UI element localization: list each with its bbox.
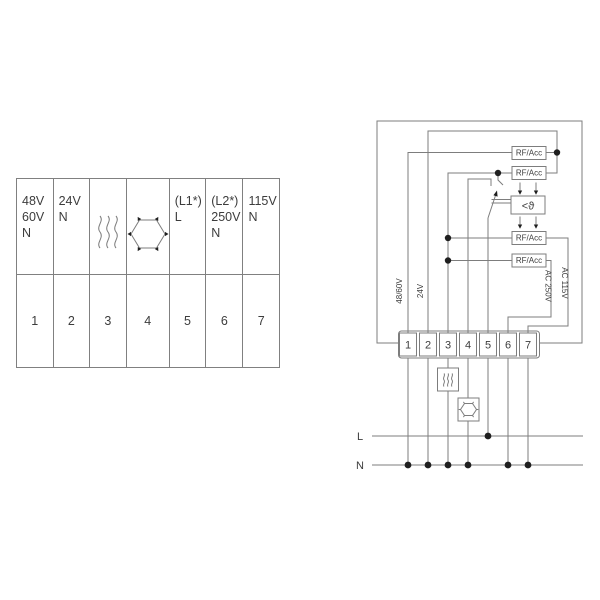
terminal-number-cell: 5: [183, 314, 191, 328]
wire-label-24v: 24V: [416, 283, 425, 298]
table-column-3: 3: [90, 179, 127, 367]
enclosure-outline: [376, 120, 583, 344]
cell-text: 60V: [22, 210, 45, 224]
rf-acc-box-4: RF/Acc: [511, 253, 547, 268]
cooling-icon: [127, 216, 169, 252]
rf-acc-box-1: RF/Acc: [511, 146, 547, 160]
rf-acc-box-3: RF/Acc: [511, 231, 547, 245]
cell-text: N: [58, 210, 68, 224]
neutral-line: [372, 461, 583, 469]
header-cell-7: 115V N: [243, 179, 280, 275]
rf-acc-label: RF/Acc: [516, 234, 542, 243]
cell-text: (L2*): [211, 194, 239, 208]
terminal-number-cell: 7: [257, 314, 265, 328]
wire-label-ac115v: AC 115V: [560, 267, 569, 299]
table-column-2: 24V N 2: [53, 179, 91, 367]
external-wiring: [407, 358, 529, 465]
cell-text: 48V: [22, 194, 45, 208]
terminal-number-cell: 6: [220, 314, 228, 328]
terminal-number-cell: 4: [144, 314, 152, 328]
terminal-number-cell: 2: [67, 314, 75, 328]
header-cell-4: [126, 179, 169, 275]
cell-text: L: [174, 210, 182, 224]
wire-label-ac250v: AC 250V: [544, 270, 553, 303]
rf-acc-label: RF/Acc: [516, 149, 542, 158]
heater-box: [437, 367, 459, 392]
header-cell-6: (L2*) 250V N: [206, 179, 243, 275]
header-cell-5: (L1*) L: [169, 179, 206, 275]
terminal-box-5: [479, 332, 497, 357]
terminal-strip: 1 2 3 4 5 6 7: [398, 330, 540, 359]
cell-text: 115V: [248, 194, 277, 208]
cell-text: 250V: [211, 210, 241, 224]
terminal-number: 2: [425, 340, 431, 352]
terminal-box-1: [399, 332, 417, 357]
neutral-label: N: [356, 460, 364, 472]
cooler-box: [457, 397, 480, 422]
thermostat-label: <ϑ: [522, 201, 534, 213]
cooling-icon: [458, 401, 479, 418]
junction-dots: [444, 149, 561, 264]
header-cell-1: 48V 60V N: [17, 179, 53, 275]
header-cell-3: [90, 179, 126, 275]
cell-text: N: [22, 226, 32, 240]
terminal-table: 48V 60V N 1 24V N 2 3: [16, 178, 280, 368]
header-cell-2: 24V N: [53, 179, 90, 275]
rf-acc-box-2: RF/Acc: [511, 166, 547, 180]
terminal-number: 1: [405, 340, 411, 352]
cell-text: 24V: [58, 194, 81, 208]
internal-wiring: [407, 130, 569, 333]
terminal-box-3: [439, 332, 457, 357]
table-column-4: 4: [126, 179, 170, 367]
rf-acc-label: RF/Acc: [516, 169, 542, 178]
table-column-7: 115V N 7: [243, 179, 280, 367]
terminal-number-cell: 1: [31, 314, 39, 328]
table-column-5: (L1*) L 5: [169, 179, 207, 367]
table-column-1: 48V 60V N 1: [17, 179, 54, 367]
live-label: L: [357, 431, 363, 443]
terminal-box-6: [499, 332, 517, 357]
heating-icon: [98, 215, 118, 249]
terminal-box-4: [459, 332, 477, 357]
wire-label-48-60v: 48/60V: [395, 278, 404, 304]
cell-text: (L1*): [174, 194, 202, 208]
terminal-number-cell: 3: [104, 314, 112, 328]
terminal-number: 5: [485, 340, 491, 352]
cell-text: N: [248, 210, 258, 224]
terminal-number: 7: [525, 340, 531, 352]
terminal-box-2: [419, 332, 437, 357]
terminal-box-7: [519, 332, 537, 357]
thermostat-box: <ϑ: [510, 195, 546, 215]
live-line: [372, 432, 583, 440]
heating-icon: [442, 373, 454, 387]
table-column-6: (L2*) 250V N 6: [206, 179, 244, 367]
terminal-number: 4: [465, 340, 471, 352]
switch-blade: [487, 190, 511, 219]
rf-acc-label: RF/Acc: [516, 256, 542, 265]
terminal-number: 3: [445, 340, 451, 352]
cell-text: N: [211, 226, 221, 240]
terminal-number: 6: [505, 340, 511, 352]
airflow-arrows: [517, 182, 539, 229]
